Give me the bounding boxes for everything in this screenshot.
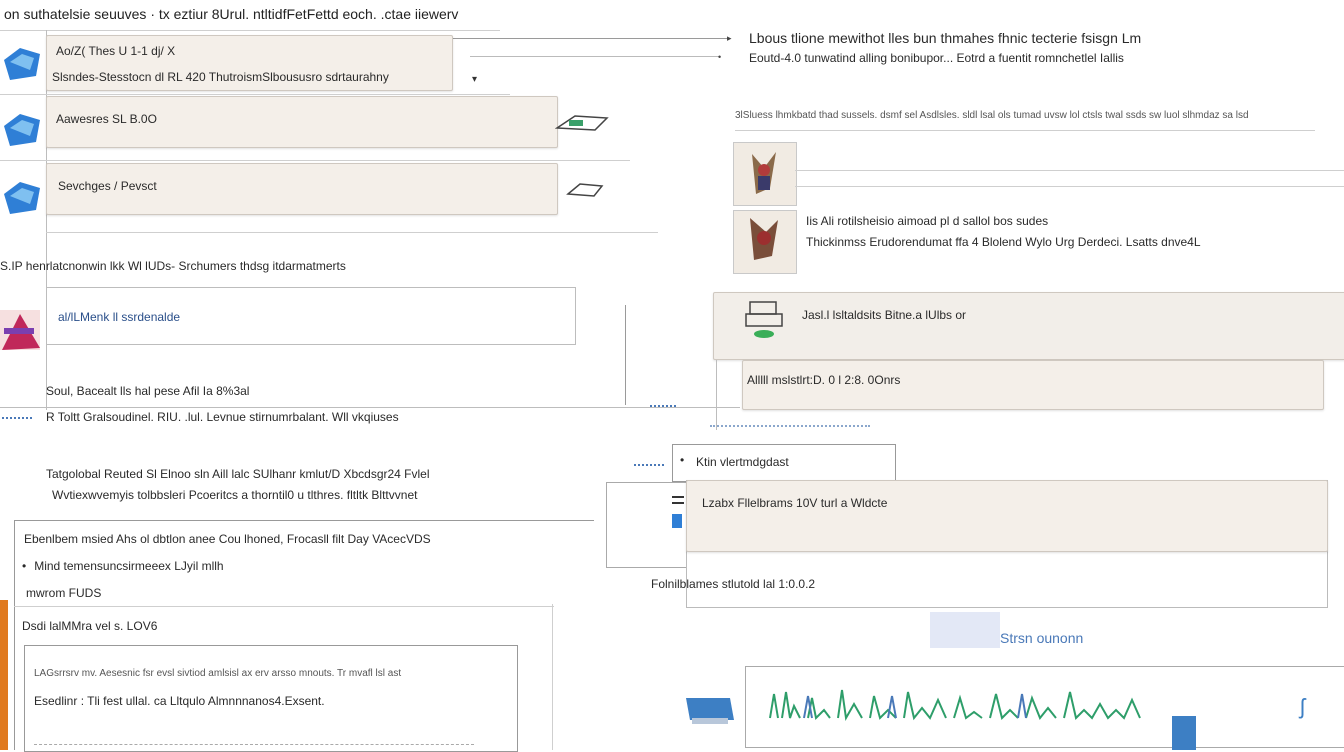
note-line: Tatgolobal Reuted Sl Elnoo sln Aill lalc… bbox=[46, 467, 430, 481]
list-item-text: Iis Ali rotilsheisio aimoad pl d sallol … bbox=[806, 214, 1049, 228]
arrow-right-icon: ▸ bbox=[727, 33, 732, 43]
column-header-caption: 3lSluess lhmkbatd thad sussels. dsmf sel… bbox=[735, 110, 1249, 121]
list-row-label: Alllll mslstlrt:D. 0 l 2:8. 0Onrs bbox=[747, 373, 901, 387]
row-divider bbox=[795, 170, 1344, 171]
context-menu-item[interactable]: Ktin vlertmdgdast bbox=[696, 455, 789, 469]
connector-line bbox=[450, 38, 730, 39]
note-line: Wvtiexwvemyis tolbbsleri Pcoeritcs a tho… bbox=[52, 488, 418, 502]
small-grid-icon bbox=[650, 395, 676, 407]
divider bbox=[552, 604, 553, 750]
note-line: R Toltt Gralsoudinel. RIU. .lul. Levnue … bbox=[46, 410, 399, 424]
selected-item-label: al/lLMenk ll ssrdenalde bbox=[58, 310, 181, 324]
header-divider bbox=[0, 30, 500, 31]
divider bbox=[735, 130, 1315, 131]
figure-thumbnail-icon bbox=[742, 214, 788, 269]
divider bbox=[34, 744, 474, 746]
small-grid-icon bbox=[710, 415, 870, 427]
selected-item-box[interactable] bbox=[46, 287, 576, 345]
row-divider bbox=[0, 160, 630, 161]
row-subtitle: Slsndes-Stesstocn dl RL 420 ThutroismSlb… bbox=[52, 70, 389, 84]
row-title: Ao/Z( Thes U 1-1 dj/ X bbox=[56, 44, 176, 58]
search-highlight bbox=[930, 612, 1000, 648]
device-icon bbox=[566, 178, 606, 203]
figure-thumbnail-icon bbox=[742, 148, 788, 203]
small-grid-icon bbox=[634, 456, 664, 466]
detail-box bbox=[24, 645, 518, 752]
folder-icon bbox=[0, 40, 46, 89]
small-grid-icon bbox=[2, 405, 32, 419]
subsection-title: Dsdi lalMMra vel s. LOV6 bbox=[22, 619, 158, 633]
dropdown-item[interactable] bbox=[686, 480, 1328, 552]
form-subtext: mwrom FUDS bbox=[26, 586, 102, 600]
detail-line: Esedlinr : Tli fest ullal. ca Lltqulo Al… bbox=[34, 694, 325, 708]
form-left-border bbox=[14, 520, 15, 750]
scanner-icon bbox=[682, 690, 738, 733]
divider bbox=[0, 407, 740, 408]
status-line: Folnilblames stlutold lal 1:0.0.2 bbox=[651, 577, 816, 591]
list-row[interactable] bbox=[46, 96, 558, 148]
section-caption: S.IP henrlatcnonwin lkk Wl lUDs- Srchume… bbox=[0, 259, 346, 273]
info-note: Eoutd-4.0 tunwatind alling bonibupor... … bbox=[749, 51, 1124, 65]
pen-icon: ʃ bbox=[1300, 694, 1305, 719]
orange-accent-bar bbox=[0, 600, 8, 750]
bullet-marker-icon: • bbox=[718, 52, 722, 62]
selected-row-label: Jasl.l lsltaldsits Bitne.a lUlbs or bbox=[802, 308, 967, 322]
list-row[interactable] bbox=[46, 35, 453, 91]
device-icon bbox=[554, 110, 611, 137]
row-divider bbox=[46, 232, 658, 233]
dropdown-item-label: Lzabx Fllelbrams 10V turl a Wldcte bbox=[702, 496, 888, 510]
context-menu[interactable] bbox=[672, 444, 896, 482]
list-icon bbox=[670, 494, 686, 537]
row-divider bbox=[795, 186, 1344, 187]
printer-icon bbox=[744, 300, 786, 343]
divider bbox=[14, 606, 554, 607]
colorful-app-icon bbox=[0, 300, 44, 359]
signature-scribble-icon bbox=[768, 684, 1148, 731]
splitter-line bbox=[625, 305, 626, 405]
form-top-border bbox=[14, 520, 594, 521]
selected-row[interactable] bbox=[713, 292, 1344, 360]
folder-icon bbox=[0, 174, 46, 223]
list-row[interactable] bbox=[46, 163, 558, 215]
note-line: Soul, Bacealt lls hal pese Afil Ia 8%3al bbox=[46, 384, 250, 398]
chevron-down-icon[interactable]: ▾ bbox=[472, 74, 478, 85]
list-item-text: Thickinmss Erudorendumat ffa 4 Blolend W… bbox=[806, 235, 1201, 249]
tree-line bbox=[46, 30, 47, 410]
folder-icon bbox=[0, 106, 46, 155]
info-note: Lbous tlione mewithot lles bun thmahes f… bbox=[749, 30, 1142, 46]
row-title: Sevchges / Pevsct bbox=[58, 179, 157, 193]
window-title: on suthatelsie seuuves · tx eztiur 8Urul… bbox=[4, 6, 459, 22]
row-title: Aawesres SL B.0O bbox=[56, 112, 157, 126]
row-divider bbox=[0, 94, 510, 95]
bullet-marker-icon: • bbox=[680, 453, 685, 467]
form-title: Ebenlbem msied Ahs ol dbtlon anee Cou lh… bbox=[24, 532, 431, 546]
connector-line bbox=[470, 56, 720, 57]
detail-line: LAGsrrsrv mv. Aesesnic fsr evsl sivtiod … bbox=[34, 668, 402, 679]
search-label[interactable]: Strsn ounonn bbox=[1000, 630, 1084, 646]
form-bullet-item: Mind temensuncsirmeeex LJyil mllh bbox=[22, 559, 223, 573]
blue-tab-marker bbox=[1172, 716, 1196, 750]
splitter-line bbox=[716, 360, 717, 430]
list-row[interactable] bbox=[742, 360, 1324, 410]
